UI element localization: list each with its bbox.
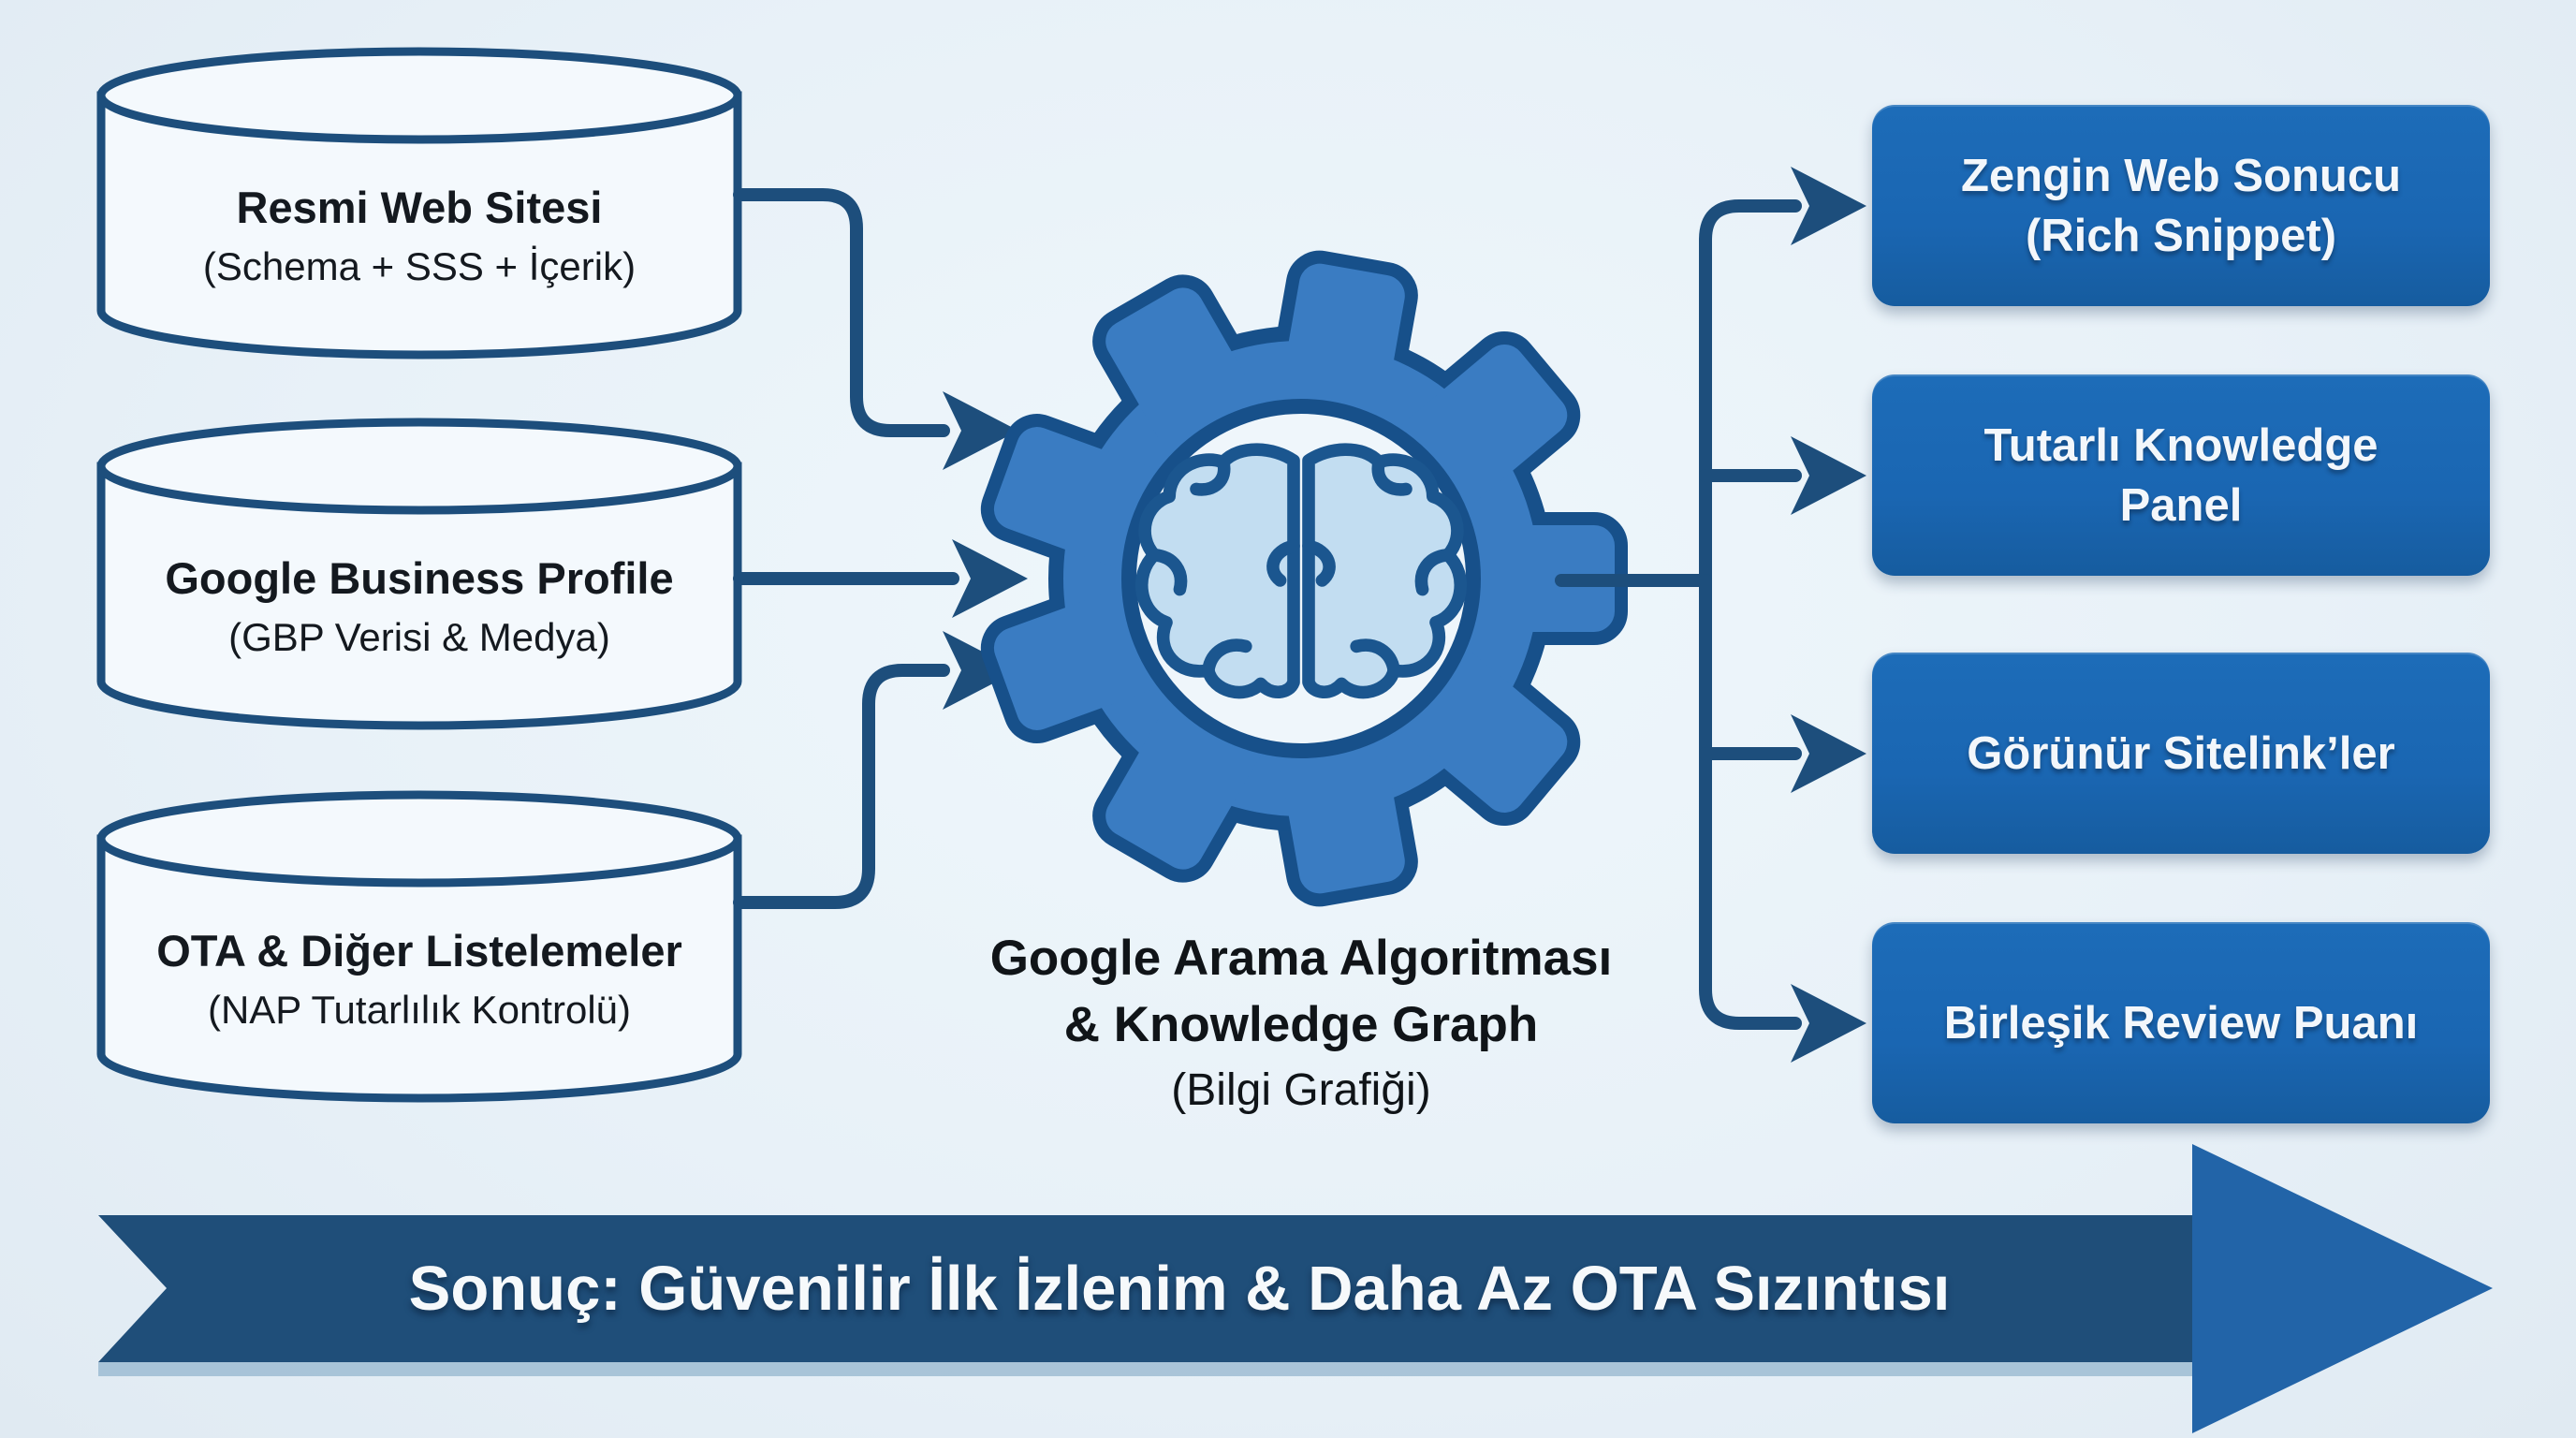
cylinder-top — [96, 47, 742, 144]
processor-title-line2: & Knowledge Graph — [1063, 997, 1539, 1052]
processor-caption: Google Arama Algoritması & Knowledge Gra… — [927, 925, 1676, 1123]
processor-subtitle: (Bilgi Grafiği) — [1171, 1065, 1431, 1115]
gear-icon — [980, 250, 1628, 907]
brain-left-hemisphere — [1135, 443, 1300, 699]
source-title: OTA & Diğer Listelemeler — [156, 926, 682, 976]
output-label-line1: Tutarlı Knowledge — [1983, 419, 2378, 471]
output-box-rich-snippet: Zengin Web Sonucu (Rich Snippet) — [1872, 105, 2490, 306]
cylinder-body — [96, 462, 742, 730]
processor-title-line1: Google Arama Algoritması — [989, 931, 1613, 986]
banner-body — [98, 1215, 2195, 1362]
output-box-review-score: Birleşik Review Puanı — [1872, 922, 2490, 1123]
database-cylinder-icon-2 — [96, 418, 742, 730]
connector-source1-line — [733, 188, 950, 437]
banner-bottom-edge — [98, 1362, 2195, 1376]
database-cylinder-icon-1 — [96, 47, 742, 360]
input-connectors — [733, 188, 959, 909]
source-title: Google Business Profile — [165, 553, 674, 603]
output-label-line1: Birleşik Review Puanı — [1943, 997, 2419, 1049]
source-label-2: Google Business Profile (GBP Verisi & Me… — [101, 549, 738, 667]
connector-output4-line — [1699, 574, 1802, 1030]
output-label-line2: (Rich Snippet) — [2025, 210, 2337, 261]
result-banner-text: Sonuç: Güvenilir İlk İzlenim & Daha Az O… — [408, 1254, 1951, 1324]
arrow-icon — [952, 539, 1028, 618]
arrow-icon — [943, 391, 1018, 470]
source-label-1: Resmi Web Sitesi (Schema + SSS + İçerik) — [101, 178, 738, 296]
cylinder-top — [96, 790, 742, 888]
arrow-icon — [1791, 436, 1866, 515]
input-arrowheads — [943, 391, 1028, 710]
arrow-icon — [1791, 167, 1866, 245]
arrow-icon — [943, 631, 1018, 710]
output-arrowheads — [1791, 167, 1866, 1063]
source-subtitle: (GBP Verisi & Medya) — [228, 615, 610, 659]
banner-arrow-icon — [2192, 1144, 2493, 1433]
output-box-knowledge-panel: Tutarlı Knowledge Panel — [1872, 374, 2490, 576]
connector-output1-line — [1699, 199, 1802, 587]
source-label-3: OTA & Diğer Listelemeler (NAP Tutarlılık… — [101, 921, 738, 1039]
cylinder-body — [96, 834, 742, 1103]
output-connectors — [1555, 199, 1802, 1030]
source-title: Resmi Web Sitesi — [236, 183, 603, 232]
connector-source3-line — [733, 664, 950, 909]
arrow-icon — [1791, 714, 1866, 793]
brain-right-hemisphere — [1302, 443, 1467, 699]
arrow-icon — [1791, 984, 1866, 1063]
ribbon-arrow-banner — [98, 1144, 2493, 1433]
output-box-sitelinks: Görünür Sitelink’ler — [1872, 653, 2490, 854]
source-subtitle: (NAP Tutarlılık Kontrolü) — [207, 988, 632, 1032]
brain-icon — [1135, 443, 1467, 699]
source-subtitle: (Schema + SSS + İçerik) — [202, 244, 637, 288]
output-label-line2: Panel — [2119, 479, 2243, 531]
database-cylinder-icon-3 — [96, 790, 742, 1103]
output-label-line1: Görünür Sitelink’ler — [1967, 727, 2395, 779]
output-label-line1: Zengin Web Sonucu — [1960, 150, 2402, 201]
cylinder-body — [96, 91, 742, 360]
cylinder-top — [96, 418, 742, 515]
